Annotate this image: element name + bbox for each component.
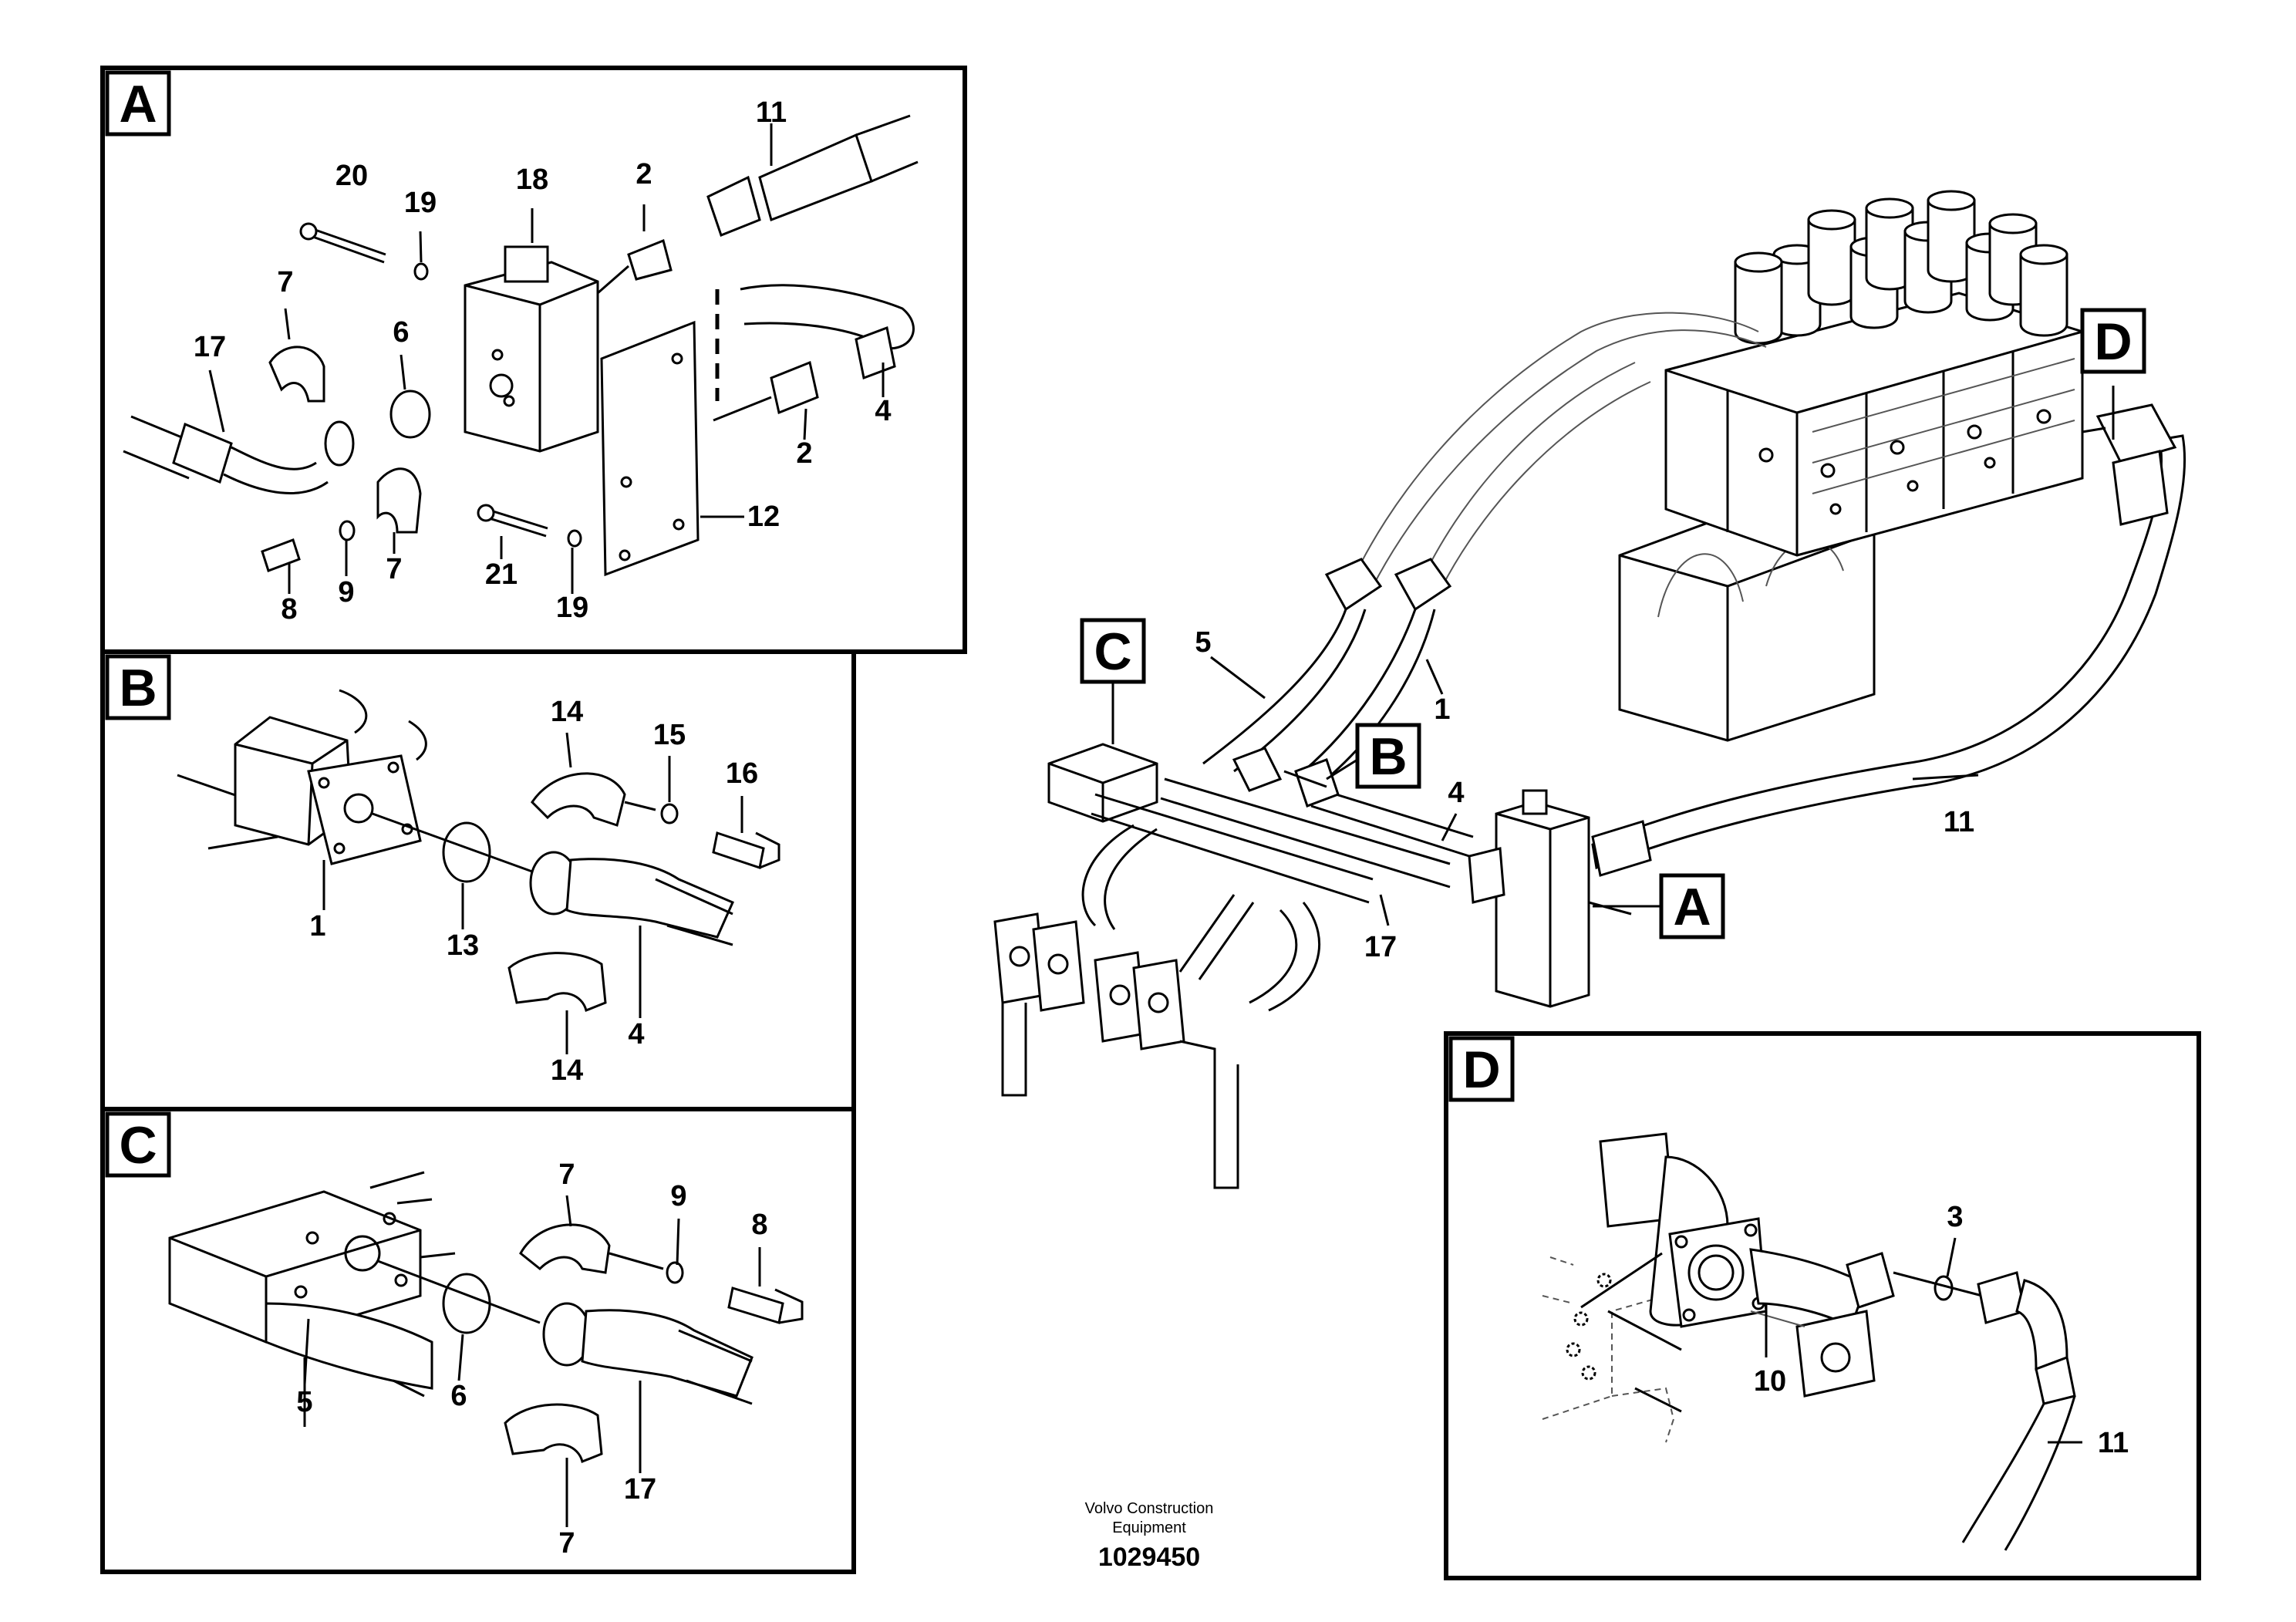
label-a-7-top: 7 xyxy=(277,266,293,298)
panel-d-tag: D xyxy=(1462,1040,1500,1099)
label-main-11: 11 xyxy=(1944,806,1974,838)
label-main-1: 1 xyxy=(1434,693,1450,726)
label-a-2-top: 2 xyxy=(636,158,652,191)
label-a-12: 12 xyxy=(747,501,780,533)
label-main-17: 17 xyxy=(1364,931,1397,963)
solenoid-valves xyxy=(1734,190,2068,345)
callout-d: D xyxy=(2094,312,2132,371)
label-a-18: 18 xyxy=(516,164,548,196)
detail-panel-d: D 3 10 11 xyxy=(1444,1031,2201,1580)
panel-b-tag: B xyxy=(119,659,157,717)
control-valve-bank xyxy=(1618,190,2084,742)
label-c-6: 6 xyxy=(450,1380,467,1412)
main-assembly-view: 5 1 4 17 11 C B A D xyxy=(993,190,2186,1189)
footer-drawing-number: 1029450 xyxy=(1098,1543,1200,1572)
label-d-3: 3 xyxy=(1947,1201,1963,1233)
label-b-1: 1 xyxy=(309,910,325,943)
drawing-footer: Volvo Construction Equipment 1029450 xyxy=(1085,1500,1214,1572)
label-a-20: 20 xyxy=(335,160,368,192)
label-a-2-bottom: 2 xyxy=(796,437,812,470)
label-c-9: 9 xyxy=(670,1180,686,1212)
label-b-14-bottom: 14 xyxy=(551,1054,583,1087)
pipe-routes xyxy=(993,312,2186,1189)
label-b-13: 13 xyxy=(447,929,479,962)
label-c-8: 8 xyxy=(751,1209,767,1241)
detail-panel-c: C 7 9 8 5 6 17 7 xyxy=(100,1107,856,1574)
label-a-7-bottom: 7 xyxy=(386,553,402,585)
label-d-10: 10 xyxy=(1754,1365,1786,1398)
label-b-15: 15 xyxy=(653,719,686,751)
panel-c-tag: C xyxy=(119,1116,157,1175)
label-c-5: 5 xyxy=(296,1386,312,1418)
detail-panel-b: B 14 15 16 1 13 4 14 xyxy=(100,649,856,1111)
label-main-5: 5 xyxy=(1195,626,1211,659)
label-a-11: 11 xyxy=(756,96,787,129)
label-a-19-bottom: 19 xyxy=(556,592,588,624)
label-c-7-top: 7 xyxy=(558,1158,575,1191)
panel-a-tag: A xyxy=(119,75,157,133)
label-b-14-top: 14 xyxy=(551,696,583,728)
callout-b: B xyxy=(1369,727,1407,786)
callout-a: A xyxy=(1673,878,1711,936)
label-a-6: 6 xyxy=(393,316,409,349)
footer-company-line1: Volvo Construction xyxy=(1085,1500,1214,1517)
label-c-7-bottom: 7 xyxy=(558,1527,575,1560)
label-c-17: 17 xyxy=(624,1473,656,1506)
label-a-17: 17 xyxy=(194,331,226,363)
label-main-4: 4 xyxy=(1448,777,1464,809)
callout-c: C xyxy=(1094,622,1131,681)
footer-company-line2: Equipment xyxy=(1112,1519,1186,1536)
label-a-21: 21 xyxy=(485,558,518,591)
label-a-4: 4 xyxy=(875,395,891,427)
label-d-11: 11 xyxy=(2098,1427,2129,1459)
label-a-19-top: 19 xyxy=(404,187,437,219)
detail-panel-a: A xyxy=(100,66,967,654)
label-a-8: 8 xyxy=(281,593,297,626)
label-b-4: 4 xyxy=(628,1018,644,1050)
label-a-9: 9 xyxy=(338,576,354,609)
label-b-16: 16 xyxy=(726,757,758,790)
